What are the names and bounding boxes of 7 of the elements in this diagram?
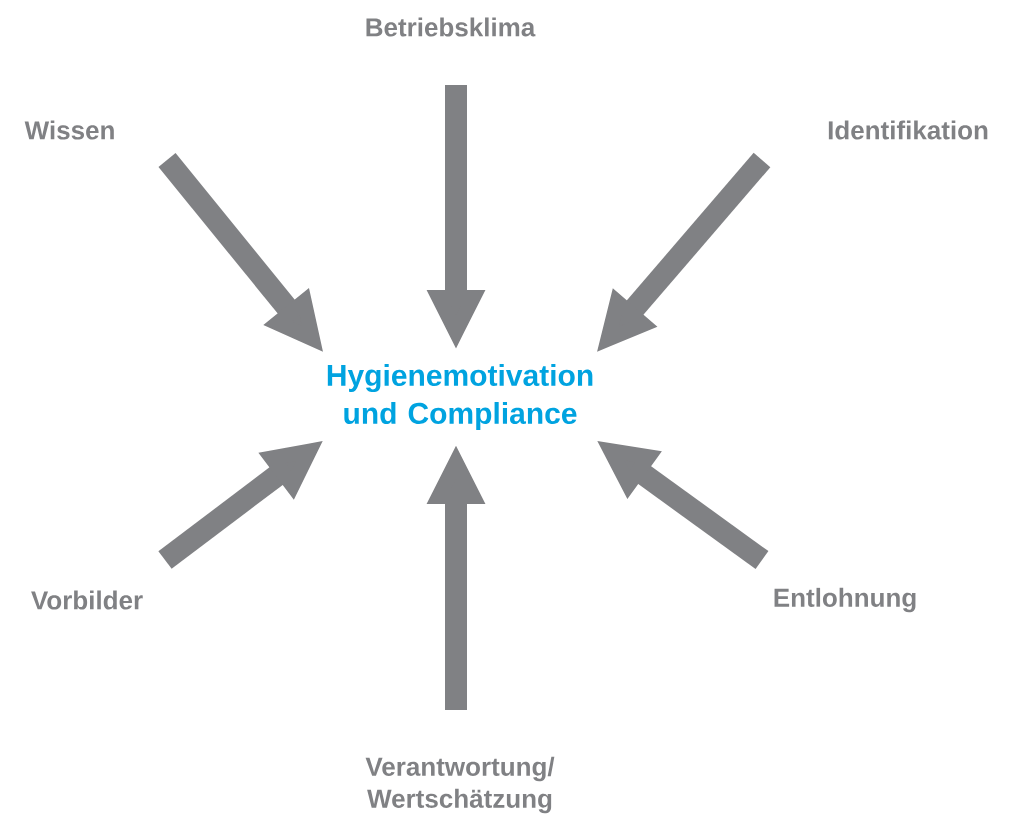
factor-label: Verantwortung/ Wertschätzung <box>365 756 555 814</box>
factor-label: Wissen <box>24 120 114 140</box>
factor-label: Vorbilder <box>31 590 143 610</box>
factor-label: Identifikation <box>828 120 988 140</box>
center-label: Hygienemotivation und Compliance <box>327 364 593 430</box>
factor-label: Betriebsklima <box>366 17 536 37</box>
factor-label: Entlohnung <box>774 587 916 613</box>
